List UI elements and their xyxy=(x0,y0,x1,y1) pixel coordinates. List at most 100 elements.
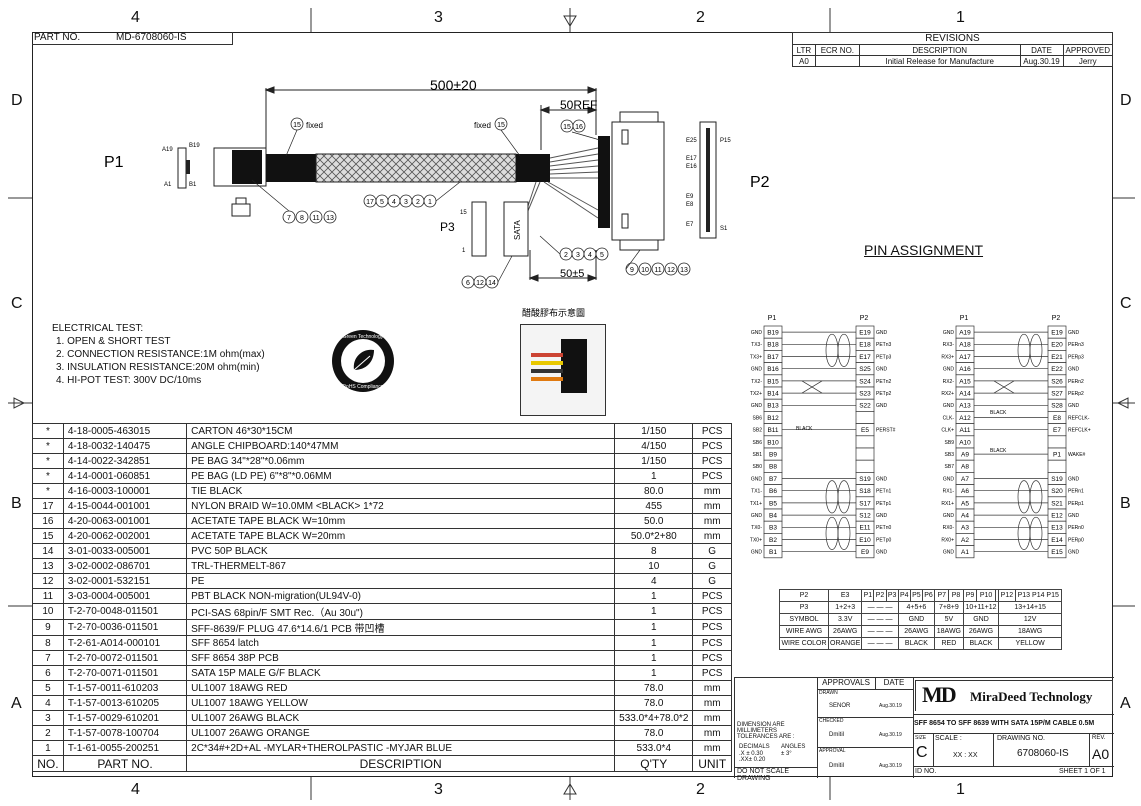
pin-p2-id: S12 xyxy=(859,513,871,520)
pin-signal-left: GND xyxy=(751,550,763,556)
bom-description: UL1007 18AWG YELLOW xyxy=(186,695,616,711)
zone-bottom-2: 2 xyxy=(696,781,705,798)
pin-signal-left: TX1+ xyxy=(750,501,762,507)
pin-signal-right: PERp0 xyxy=(1068,537,1084,543)
bom-qty: 1/150 xyxy=(614,423,694,439)
bom-no: * xyxy=(32,438,64,454)
pin-signal-left: RX2- xyxy=(943,379,955,385)
pin-signal-right: GND xyxy=(1068,476,1080,482)
bom-description: PE BAG 34"*28"*0.06mm xyxy=(186,453,616,469)
pin-signal-right: WAKE# xyxy=(1068,452,1086,458)
bom-part-no: 4-20-0063-001001 xyxy=(62,513,188,529)
pin-e7-label: E7 xyxy=(686,222,694,228)
sata-pin15-label: 15 xyxy=(460,210,467,216)
drawing-frame xyxy=(32,32,1113,777)
pin-signal-left: RX0- xyxy=(943,525,955,531)
pin-p1-id: A9 xyxy=(961,452,969,459)
zone-left-d: D xyxy=(11,92,23,109)
bom-part-no: 4-18-0005-463015 xyxy=(62,423,188,439)
callout-7: 7 xyxy=(287,215,291,222)
checked-label: CHECKED xyxy=(819,718,844,724)
bom-part-no: 4-20-0062-002001 xyxy=(62,528,188,544)
pin-signal-left: SB3 xyxy=(945,452,955,458)
power-cell: BLACK xyxy=(962,637,1000,650)
callout-11: 11 xyxy=(312,215,319,222)
power-cell: P7 xyxy=(934,589,950,602)
pin-signal-right: PETn2 xyxy=(876,379,892,385)
pin-signal-right: PERn2 xyxy=(1068,379,1084,385)
pin-e17-label: E17 xyxy=(686,156,697,162)
bom-part-no: T-2-70-0071-011501 xyxy=(62,665,188,681)
pin-p1-id: A19 xyxy=(959,330,971,337)
callout-9: 9 xyxy=(630,267,634,274)
bom-description: 2C*34#+2D+AL -MYLAR+THEROLPASTIC -MYJAR … xyxy=(186,740,616,756)
bom-no: * xyxy=(32,453,64,469)
pin-signal-left: TX3+ xyxy=(750,354,762,360)
power-row: P3 1+2+3 — — — 4+5+6 7+8+9 10+11+12 13+1… xyxy=(779,601,1062,614)
tape-photo xyxy=(520,324,606,416)
pin-p1-id: A6 xyxy=(961,488,969,495)
pin-signal-right: PETn3 xyxy=(876,342,892,348)
bom-qty: 80.0 xyxy=(614,483,694,499)
bom-unit: mm xyxy=(692,695,732,711)
bom-part-no: 4-14-0001-060851 xyxy=(62,468,188,484)
no-scale-note: DO NOT SCALE DRAWING xyxy=(735,767,817,782)
approvals-area: APPROVALS DATE DRAWN SENOR Aug.30.19 CHE… xyxy=(817,678,914,778)
electrical-test: ELECTRICAL TEST: 1. OPEN & SHORT TEST 2.… xyxy=(52,322,265,387)
bom-description: PVC 50P BLACK xyxy=(186,543,616,559)
bom-unit: G xyxy=(692,558,732,574)
electrical-test-item: 2. CONNECTION RESISTANCE:1M ohm(max) xyxy=(56,349,265,360)
pin-signal-left: GND xyxy=(751,367,763,373)
bom-description: ACETATE TAPE BLACK W=10mm xyxy=(186,513,616,529)
power-cell: 18AWG xyxy=(998,625,1062,638)
bom-no: * xyxy=(32,423,64,439)
bom-part-no: 3-02-0002-086701 xyxy=(62,558,188,574)
callout-4: 4 xyxy=(392,199,396,206)
pin-p1-id: A4 xyxy=(961,513,969,520)
power-cell: YELLOW xyxy=(998,637,1062,650)
pin-p1-id: B17 xyxy=(767,354,779,361)
twisted-pair-marker xyxy=(825,480,839,514)
pin-signal-left: SB0 xyxy=(753,464,763,470)
bom-part-no: 4-15-0044-001001 xyxy=(62,498,188,514)
leaf-icon xyxy=(353,349,374,370)
power-cell: ORANGE xyxy=(827,637,863,650)
bom-part-no: 3-03-0004-005001 xyxy=(62,588,188,604)
power-cell: — — — xyxy=(861,601,899,614)
callout-11b: 11 xyxy=(654,267,661,274)
pin-p2-id: S22 xyxy=(859,403,871,410)
scale-label: SCALE : xyxy=(935,735,962,742)
checked-by: Dmitil xyxy=(829,732,844,738)
pin-signal-right: GND xyxy=(1068,550,1080,556)
twisted-pair-marker xyxy=(825,333,839,367)
pin-signal-left: TX0- xyxy=(751,525,762,531)
bom-qty: 10 xyxy=(614,558,694,574)
size-value: C xyxy=(916,744,928,761)
latch-detail xyxy=(231,203,251,217)
sheet-number: SHEET 1 OF 1 xyxy=(1059,768,1106,775)
pin-signal-right: GND xyxy=(1068,330,1080,336)
callout-14: 14 xyxy=(488,280,496,287)
bom-qty: 533.0*4+78.0*2 xyxy=(614,710,694,726)
pin-p2-id: E8 xyxy=(1053,415,1061,422)
bom-header-part: PART NO. xyxy=(62,755,188,772)
twisted-pair-marker xyxy=(837,516,851,550)
photo-wire-red xyxy=(531,353,563,357)
bom-description: UL1007 26AWG ORANGE xyxy=(186,725,616,741)
pin-signal-left: GND xyxy=(943,403,955,409)
electrical-test-item: 1. OPEN & SHORT TEST xyxy=(56,336,171,347)
pin-header-p2: P2 xyxy=(860,315,869,322)
bom-no: 12 xyxy=(32,573,64,589)
power-cell: 5V xyxy=(934,613,964,626)
pin-signal-left: CLK+ xyxy=(941,428,954,434)
pin-signal-left: TX2- xyxy=(751,379,762,385)
